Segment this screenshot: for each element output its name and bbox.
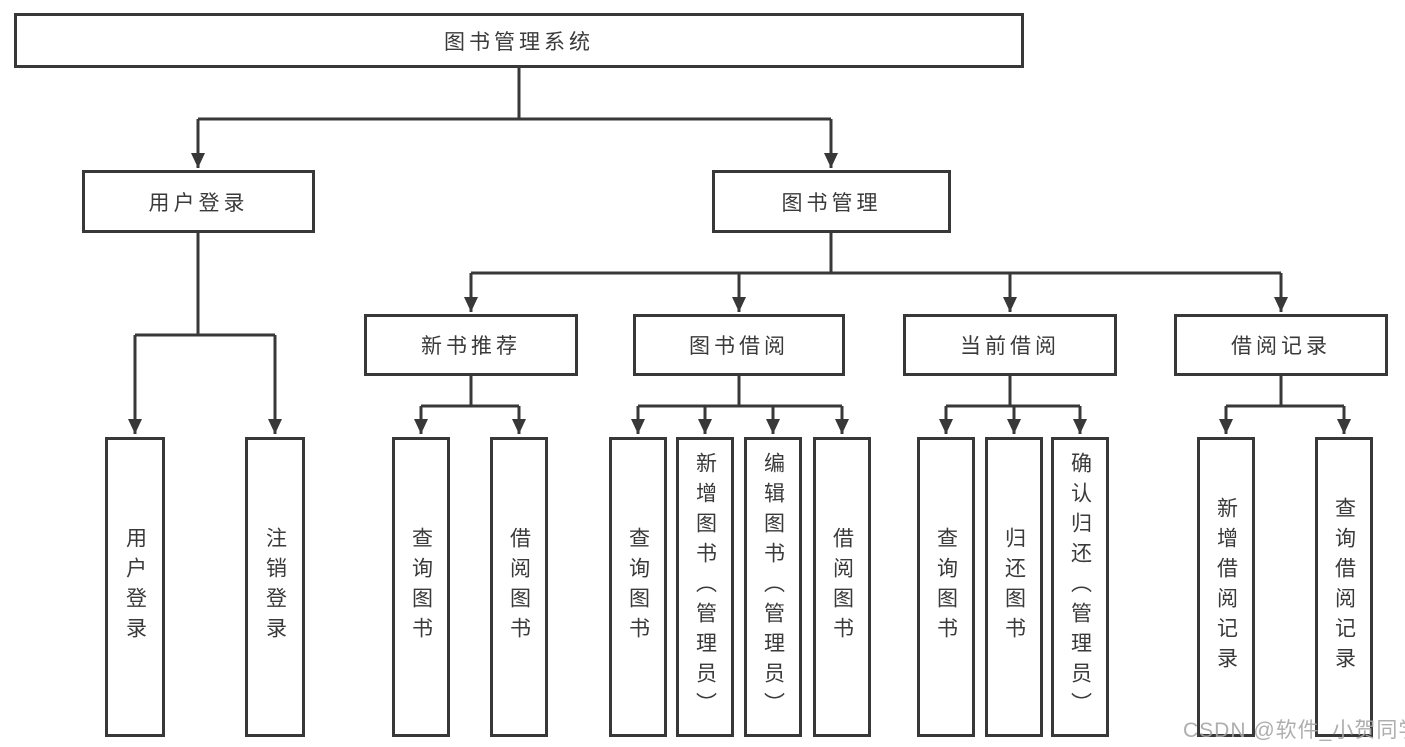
connector-lines xyxy=(128,68,1351,434)
leaf-query-books-label: 查询图书 xyxy=(934,527,958,647)
leaf-return-books-label: 归还图书 xyxy=(1002,527,1026,647)
node-borrowing-records-label: 借阅记录 xyxy=(1231,335,1331,358)
leaf-query-books: 查询图书 xyxy=(609,437,667,737)
node-book-borrowing: 图书借阅 xyxy=(633,314,845,376)
node-book-management: 图书管理 xyxy=(712,170,951,233)
leaf-query-books: 查询图书 xyxy=(917,437,975,737)
leaf-add-borrow-record-label: 新增借阅记录 xyxy=(1214,497,1238,677)
leaf-user-login-label: 用户登录 xyxy=(123,527,147,647)
leaf-return-books: 归还图书 xyxy=(985,437,1043,737)
leaf-add-borrow-record: 新增借阅记录 xyxy=(1197,437,1255,737)
node-book-borrowing-label: 图书借阅 xyxy=(689,335,789,358)
node-current-borrowing-label: 当前借阅 xyxy=(960,335,1060,358)
root-node-system: 图书管理系统 xyxy=(14,13,1024,68)
leaf-add-books-admin-label: 新增图书（管理员） xyxy=(693,452,717,722)
node-user-login: 用户登录 xyxy=(82,170,315,233)
leaf-borrow-books: 借阅图书 xyxy=(813,437,871,737)
root-node-label: 图书管理系统 xyxy=(444,30,594,54)
node-borrowing-records: 借阅记录 xyxy=(1174,314,1388,376)
leaf-query-borrow-record: 查询借阅记录 xyxy=(1315,437,1373,737)
node-new-book-recommend-label: 新书推荐 xyxy=(421,335,521,358)
leaf-borrow-books: 借阅图书 xyxy=(490,437,548,737)
csdn-watermark: CSDN @软件_小贺同学 xyxy=(1183,719,1405,742)
node-new-book-recommend: 新书推荐 xyxy=(364,314,578,376)
leaf-query-books-label: 查询图书 xyxy=(626,527,650,647)
leaf-query-borrow-record-label: 查询借阅记录 xyxy=(1332,497,1356,677)
leaf-add-books-admin: 新增图书（管理员） xyxy=(676,437,734,737)
leaf-confirm-return-admin: 确认归还（管理员） xyxy=(1051,437,1109,737)
leaf-borrow-books-label: 借阅图书 xyxy=(507,527,531,647)
leaf-logout: 注销登录 xyxy=(245,437,305,737)
leaf-query-books-label: 查询图书 xyxy=(409,527,433,647)
leaf-confirm-return-admin-label: 确认归还（管理员） xyxy=(1068,452,1092,722)
node-current-borrowing: 当前借阅 xyxy=(903,314,1117,376)
leaf-query-books: 查询图书 xyxy=(392,437,450,737)
node-book-management-label: 图书管理 xyxy=(781,191,882,215)
leaf-edit-books-admin: 编辑图书（管理员） xyxy=(744,437,802,737)
leaf-edit-books-admin-label: 编辑图书（管理员） xyxy=(761,452,785,722)
leaf-user-login: 用户登录 xyxy=(105,437,165,737)
leaf-borrow-books-label: 借阅图书 xyxy=(830,527,854,647)
node-user-login-label: 用户登录 xyxy=(148,191,249,215)
leaf-logout-label: 注销登录 xyxy=(263,527,287,647)
